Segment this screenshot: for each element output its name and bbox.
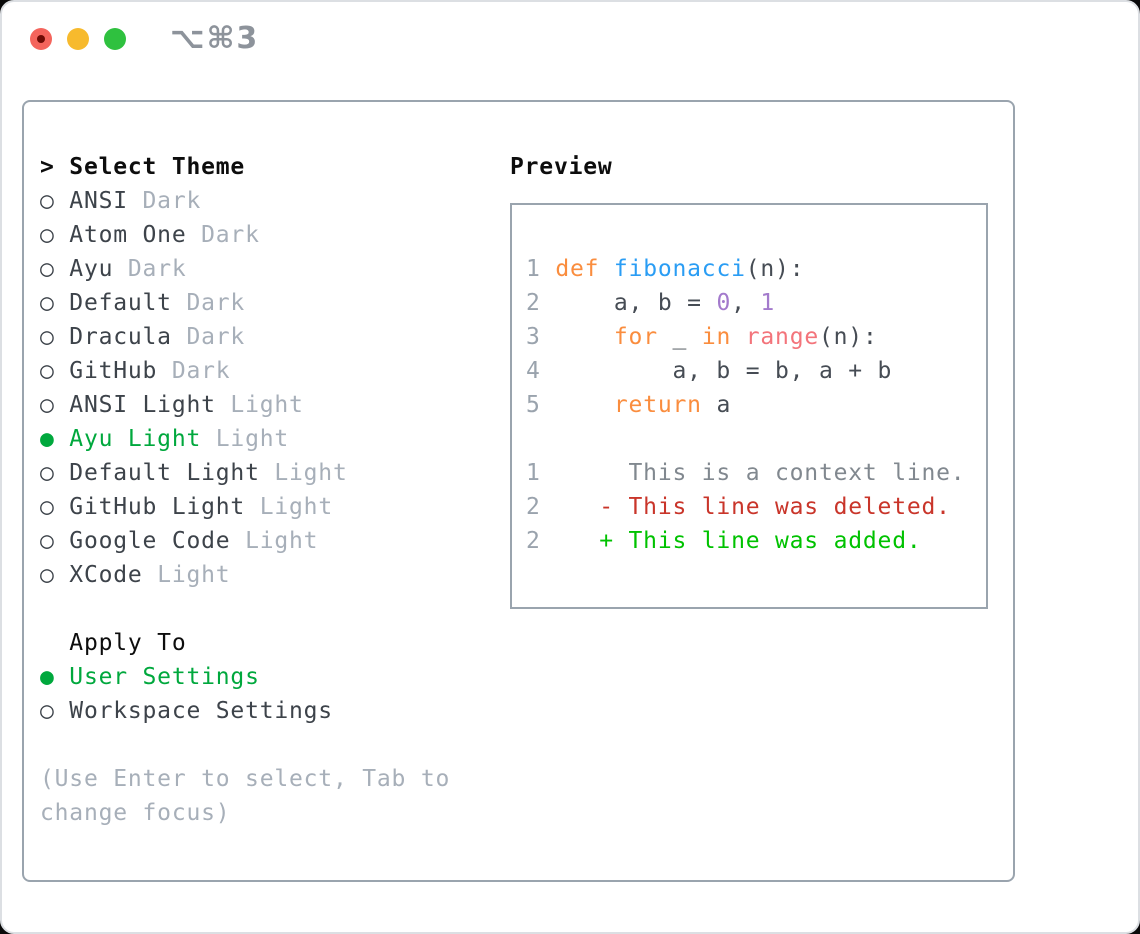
radio-off-icon: ○ xyxy=(40,358,70,384)
select-theme-header: > Select Theme xyxy=(40,154,246,180)
radio-off-icon: ○ xyxy=(40,562,70,588)
radio-off-icon: ○ xyxy=(40,256,70,282)
theme-option-default-dark[interactable]: ○ Default Dark xyxy=(40,290,246,316)
preview-code-line-1: 1 def fibonacci(n): xyxy=(526,256,805,282)
preview-code-line-2: 2 a, b = 0, 1 xyxy=(526,290,776,316)
apply-to-header: Apply To xyxy=(40,630,187,656)
radio-off-icon: ○ xyxy=(40,188,70,214)
radio-on-icon: ● xyxy=(40,664,70,690)
help-text-line-2: change focus) xyxy=(40,800,231,826)
apply-option-workspace-settings[interactable]: ○ Workspace Settings xyxy=(40,698,333,724)
preview-code-line-9: 2 + This line was added. xyxy=(526,528,922,554)
radio-off-icon: ○ xyxy=(40,494,70,520)
theme-option-github-dark[interactable]: ○ GitHub Dark xyxy=(40,358,231,384)
preview-code-line-5: 5 return a xyxy=(526,392,732,418)
maximize-button[interactable] xyxy=(104,28,126,50)
radio-off-icon: ○ xyxy=(40,698,70,724)
theme-list-column: > Select Theme ○ ANSI Dark ○ Atom One Dark… xyxy=(40,150,450,830)
theme-option-dracula-dark[interactable]: ○ Dracula Dark xyxy=(40,324,246,350)
radio-off-icon: ○ xyxy=(40,528,70,554)
radio-off-icon: ○ xyxy=(40,324,70,350)
theme-option-default-light-light[interactable]: ○ Default Light Light xyxy=(40,460,348,486)
radio-off-icon: ○ xyxy=(40,460,70,486)
spacer-row xyxy=(40,592,450,626)
theme-option-ayu-dark[interactable]: ○ Ayu Dark xyxy=(40,256,187,282)
close-button[interactable] xyxy=(30,28,52,50)
theme-option-atom-one-dark[interactable]: ○ Atom One Dark xyxy=(40,222,260,248)
preview-code-line-4: 4 a, b = b, a + b xyxy=(526,358,893,384)
preview-code-line-3: 3 for _ in range(n): xyxy=(526,324,878,350)
preview-code-line-8: 2 - This line was deleted. xyxy=(526,494,951,520)
window-title-shortcut: ⌥⌘3 xyxy=(170,21,260,56)
window-titlebar: ⌥⌘3 xyxy=(2,2,1138,74)
theme-option-ansi-dark[interactable]: ○ ANSI Dark xyxy=(40,188,202,214)
radio-off-icon: ○ xyxy=(40,392,70,418)
preview-code: 1 def fibonacci(n): 2 a, b = 0, 1 3 for _ … xyxy=(526,252,965,558)
radio-off-icon: ○ xyxy=(40,222,70,248)
help-text-line-1: (Use Enter to select, Tab to xyxy=(40,766,451,792)
pointer-icon: > xyxy=(40,154,70,180)
theme-picker-panel: > Select Theme ○ ANSI Dark ○ Atom One Dark… xyxy=(22,100,1015,882)
theme-option-xcode-light[interactable]: ○ XCode Light xyxy=(40,562,231,588)
close-button-dot-icon xyxy=(37,35,45,43)
theme-option-github-light-light[interactable]: ○ GitHub Light Light xyxy=(40,494,333,520)
theme-option-ansi-light-light[interactable]: ○ ANSI Light Light xyxy=(40,392,304,418)
radio-on-icon: ● xyxy=(40,426,70,452)
preview-code-line-7: 1 This is a context line. xyxy=(526,460,966,486)
theme-option-google-code-light[interactable]: ○ Google Code Light xyxy=(40,528,319,554)
apply-option-user-settings[interactable]: ● User Settings xyxy=(40,664,260,690)
theme-option-ayu-light-light[interactable]: ● Ayu Light Light xyxy=(40,426,290,452)
radio-off-icon: ○ xyxy=(40,290,70,316)
spacer-row xyxy=(40,728,450,762)
minimize-button[interactable] xyxy=(67,28,89,50)
preview-header: Preview xyxy=(510,154,613,180)
preview-box: 1 def fibonacci(n): 2 a, b = 0, 1 3 for _ … xyxy=(510,203,988,609)
preview-code-line-6 xyxy=(526,422,965,456)
